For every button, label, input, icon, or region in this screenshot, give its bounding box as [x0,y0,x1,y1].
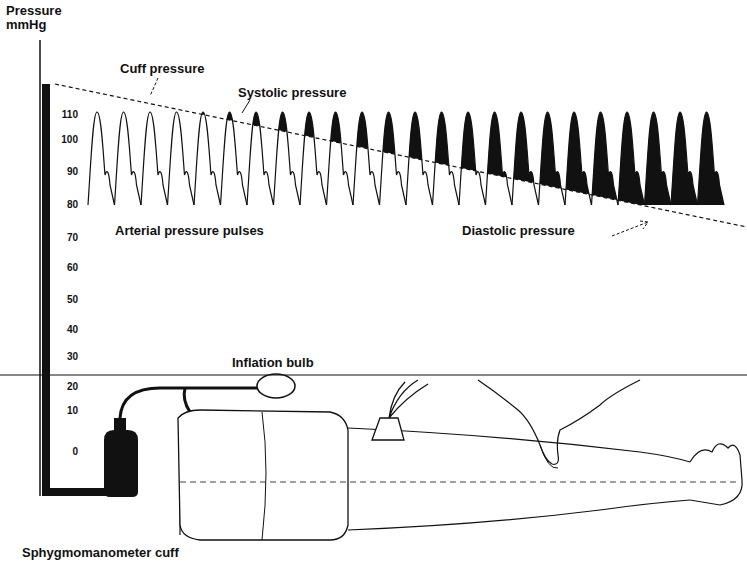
pulses-label: Arterial pressure pulses [115,224,264,238]
column-base [42,488,112,496]
axis-tick: 30 [56,351,78,362]
cuff-pressure-line [55,84,747,227]
pulse-wave [698,112,725,205]
axis-tick: 80 [56,199,78,210]
pulse-fill [247,112,274,205]
pulse-fill [141,112,168,205]
pulse-wave [592,112,619,205]
pulse-fill [592,112,619,205]
pulse-wave [247,112,274,205]
pulse-fill [565,112,592,205]
pulse-fill [406,112,433,205]
pulse-fill [671,112,698,205]
pulse-fill [486,112,513,205]
axis-tick: 10 [56,405,78,416]
pulse-fill [300,112,327,205]
pulse-wave [274,112,301,205]
pulse-wave [512,112,539,205]
pulse-fill [433,112,460,205]
pulse-wave [406,112,433,205]
cuff-pressure-label: Cuff pressure [120,62,205,76]
mercury-reservoir [104,430,138,497]
pulse-fill [168,112,195,205]
pulse-fill [274,112,301,205]
axis-tick: 40 [56,324,78,335]
artery-line [180,482,740,483]
stethoscope-bell [372,418,404,440]
systolic-leader [242,100,250,113]
patient-hand [690,444,742,505]
pulse-fill [645,112,672,205]
axis-tick: 110 [56,109,78,120]
pulse-wave [194,112,221,205]
pulse-fill [353,112,380,205]
pulse-wave [459,112,486,205]
cuff-fold [262,412,266,540]
examiner-hand [478,380,640,464]
reservoir-neck [114,418,126,432]
pulse-fill [221,112,248,205]
pulse-wave [88,112,115,205]
pulse-fill [698,112,725,205]
pulse-wave [539,112,566,205]
systolic-label: Systolic pressure [238,86,346,100]
arterial-pulses [88,112,724,205]
pulse-fill [380,112,407,205]
pulse-wave [327,112,354,205]
pulse-wave [115,112,142,205]
pulse-wave [565,112,592,205]
separator-line [0,375,747,376]
pulse-wave [671,112,698,205]
axis-tick: 70 [56,232,78,243]
pulse-wave [300,112,327,205]
pulse-fill [327,112,354,205]
pulse-fill [115,112,142,205]
axis-title: Pressure mmHg [6,4,58,33]
inflation-bulb [257,374,295,398]
pulse-fill [194,112,221,205]
pulse-fill [618,112,645,205]
pulse-wave [353,112,380,205]
diastolic-leader [612,221,648,236]
pulse-fill [88,112,115,205]
mercury-column [42,84,50,496]
pulse-wave [221,112,248,205]
pulse-wave [645,112,672,205]
cuff-pressure-leader [150,78,158,96]
cuff-tube [184,388,190,412]
bulb-label: Inflation bulb [232,356,314,370]
column-tube [39,40,41,496]
axis-tick: 50 [56,294,78,305]
pulse-wave [486,112,513,205]
sphygmomanometer-cuff [178,410,348,540]
pulse-wave [380,112,407,205]
forearm-bottom [348,500,690,530]
pulse-fill [539,112,566,205]
axis-tick: 90 [56,166,78,177]
axis-tick: 20 [56,381,78,392]
axis-tick: 60 [56,262,78,273]
diastolic-label: Diastolic pressure [462,224,575,238]
pulse-fill [512,112,539,205]
pulse-wave [618,112,645,205]
cuff-label: Sphygmomanometer cuff [22,546,179,560]
axis-tick: 0 [56,446,78,457]
pulse-wave [141,112,168,205]
pulse-wave [433,112,460,205]
pulse-fill [459,112,486,205]
axis-tick: 100 [56,134,78,145]
finger-tip [540,445,558,468]
stethoscope-tubes [389,380,428,418]
pulse-wave [168,112,195,205]
